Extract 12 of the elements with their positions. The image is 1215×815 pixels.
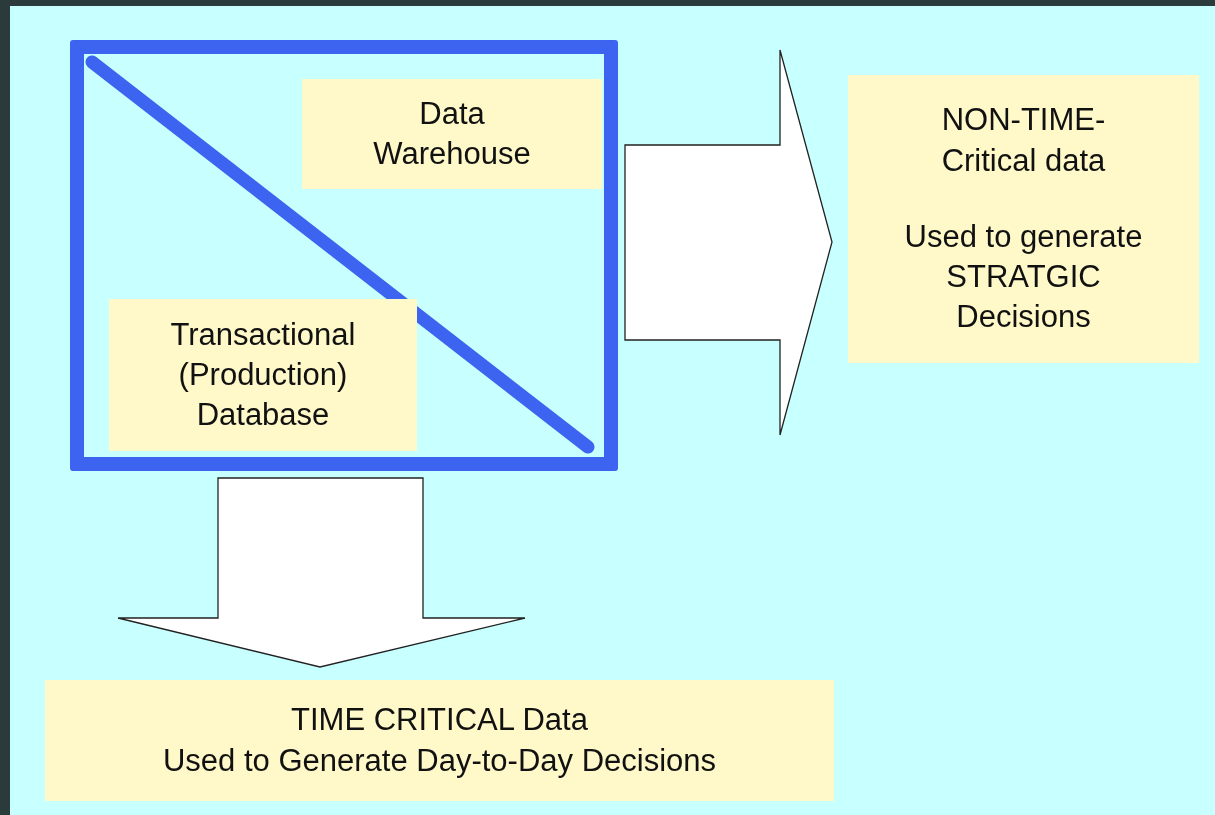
block-arrow — [624, 49, 833, 436]
box-text: Transactional (Production) Database — [169, 315, 357, 435]
text-box — [109, 299, 417, 451]
text-box — [848, 75, 1199, 363]
block-arrow — [117, 477, 526, 668]
text-box — [45, 680, 834, 801]
box-text: Data Warehouse — [372, 94, 532, 173]
text-box — [302, 79, 602, 189]
box-text: NON-TIME-Critical data — [940, 101, 1107, 180]
box-text: Used to generate STRATGIC Decisions — [903, 217, 1144, 337]
box-text: Used to Generate Day-to-Day Decisions — [162, 741, 717, 780]
box-text: TIME CRITICAL Data — [291, 701, 588, 740]
